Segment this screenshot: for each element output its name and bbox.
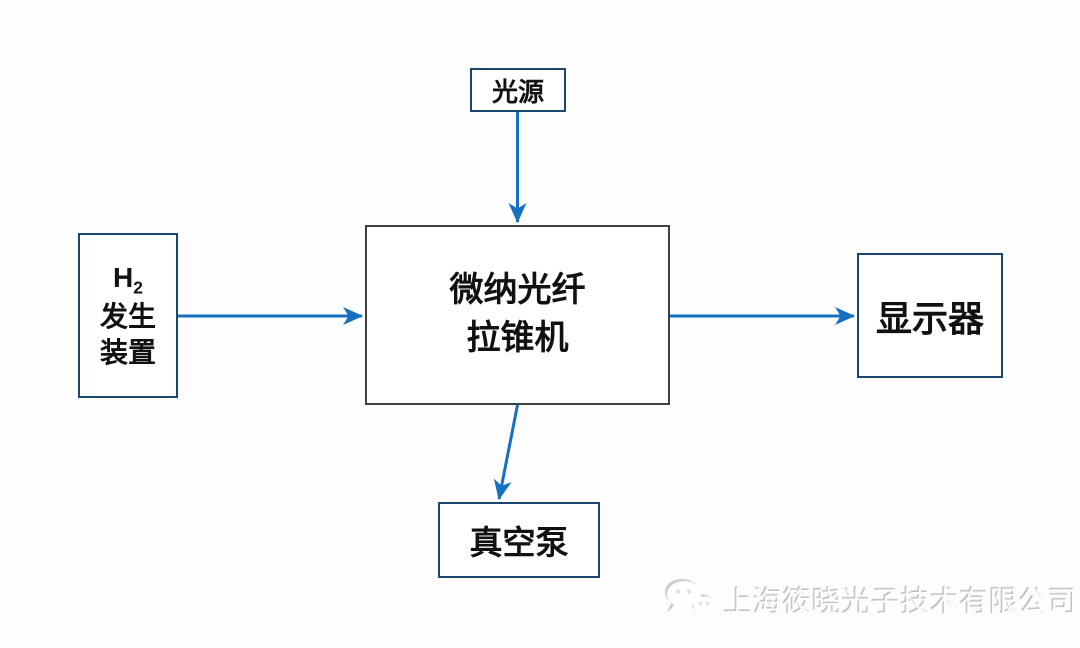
node-light-source-label: 光源 bbox=[491, 76, 544, 107]
node-h2-generator: H2 发生 装置 bbox=[78, 233, 178, 398]
node-h2-generator-formula: H2 bbox=[113, 260, 143, 299]
node-taper-machine-line1: 微纳光纤 bbox=[449, 271, 586, 310]
node-display: 显示器 bbox=[857, 253, 1003, 378]
arrow-taper-machine-to-vacuum-pump bbox=[493, 404, 519, 500]
node-display-label: 显示器 bbox=[875, 297, 984, 339]
node-light-source: 光源 bbox=[470, 68, 566, 112]
node-taper-machine-line2: 拉锥机 bbox=[466, 319, 569, 357]
wechat-bubbles-icon bbox=[667, 581, 715, 618]
h2-formula-subscript: 2 bbox=[133, 277, 143, 298]
watermark-company-name: 上海筱晓光子技术有限公司 bbox=[724, 587, 1079, 619]
h2-formula-base: H bbox=[113, 262, 134, 294]
node-vacuum-pump-label: 真空泵 bbox=[469, 524, 569, 561]
node-h2-generator-line2: 发生 bbox=[99, 301, 156, 333]
node-h2-generator-line3: 装置 bbox=[99, 336, 156, 368]
watermark: 上海筱晓光子技术有限公司 bbox=[664, 578, 1078, 622]
node-vacuum-pump: 真空泵 bbox=[438, 502, 600, 578]
node-taper-machine: 微纳光纤 拉锥机 bbox=[365, 225, 670, 405]
